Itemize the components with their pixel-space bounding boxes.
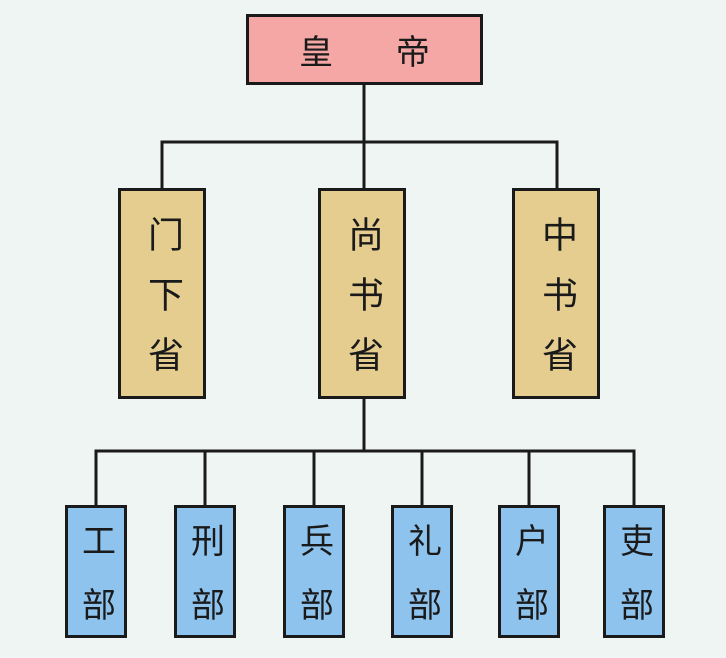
emperor-label: 皇 帝 <box>299 33 456 73</box>
xing-ministry-node: 刑部 <box>174 505 236 651</box>
menxia-node: 门下省 <box>118 188 206 399</box>
gong-ministry-label: 工部 <box>75 522 116 651</box>
li-rites-ministry-node: 礼部 <box>391 505 453 651</box>
hu-ministry-node: 户部 <box>498 505 560 651</box>
xing-ministry-label: 刑部 <box>184 522 225 651</box>
shangshu-label: 尚书省 <box>342 215 383 396</box>
menxia-label: 门下省 <box>142 215 183 396</box>
bing-ministry-label: 兵部 <box>293 522 334 651</box>
li-rites-ministry-label: 礼部 <box>401 522 442 651</box>
li-personnel-ministry-label: 吏部 <box>613 522 654 651</box>
shangshu-node: 尚书省 <box>318 188 406 399</box>
bing-ministry-node: 兵部 <box>283 505 345 651</box>
zhongshu-node: 中书省 <box>512 188 600 399</box>
gong-ministry-node: 工部 <box>65 505 127 651</box>
hu-ministry-label: 户部 <box>508 522 549 651</box>
zhongshu-label: 中书省 <box>536 215 577 396</box>
li-personnel-ministry-node: 吏部 <box>603 505 665 651</box>
emperor-node: 皇 帝 <box>246 14 483 85</box>
